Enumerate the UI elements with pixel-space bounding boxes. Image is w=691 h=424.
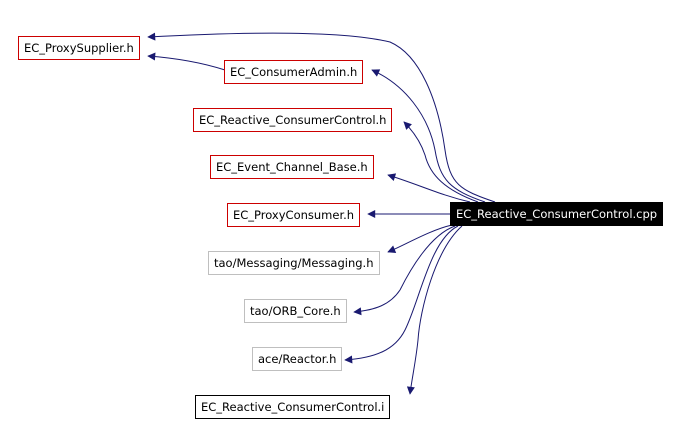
node-ec-consumeradmin-h[interactable]: EC_ConsumerAdmin.h	[224, 60, 364, 84]
edge-source-to-channel-base	[387, 173, 471, 203]
edge-source-to-consumeradmin	[371, 69, 486, 203]
node-ec-event-channel-base-h[interactable]: EC_Event_Channel_Base.h	[210, 155, 374, 179]
node-tao-orb-core-h[interactable]: tao/ORB_Core.h	[244, 299, 347, 323]
node-ec-reactive-consumercontrol-h[interactable]: EC_Reactive_ConsumerControl.h	[193, 108, 393, 132]
node-ec-reactive-consumercontrol-i[interactable]: EC_Reactive_ConsumerControl.i	[195, 395, 391, 419]
node-ec-proxyconsumer-h[interactable]: EC_ProxyConsumer.h	[227, 203, 361, 227]
edge-consumeradmin-to-proxysupplier	[147, 52, 226, 71]
node-source-cpp[interactable]: EC_Reactive_ConsumerControl.cpp	[450, 202, 664, 226]
edge-source-to-orb-core	[353, 225, 456, 316]
edge-source-to-proxysupplier	[147, 32, 496, 203]
edge-source-to-messaging	[387, 224, 453, 253]
edge-source-to-reactor	[344, 225, 459, 364]
node-ace-reactor-h[interactable]: ace/Reactor.h	[252, 347, 343, 371]
edge-source-to-reactive-h	[403, 121, 479, 203]
node-ec-proxysupplier-h[interactable]: EC_ProxySupplier.h	[18, 36, 140, 60]
node-tao-messaging-h[interactable]: tao/Messaging/Messaging.h	[208, 251, 380, 275]
edge-source-to-reactive-i	[406, 225, 463, 395]
